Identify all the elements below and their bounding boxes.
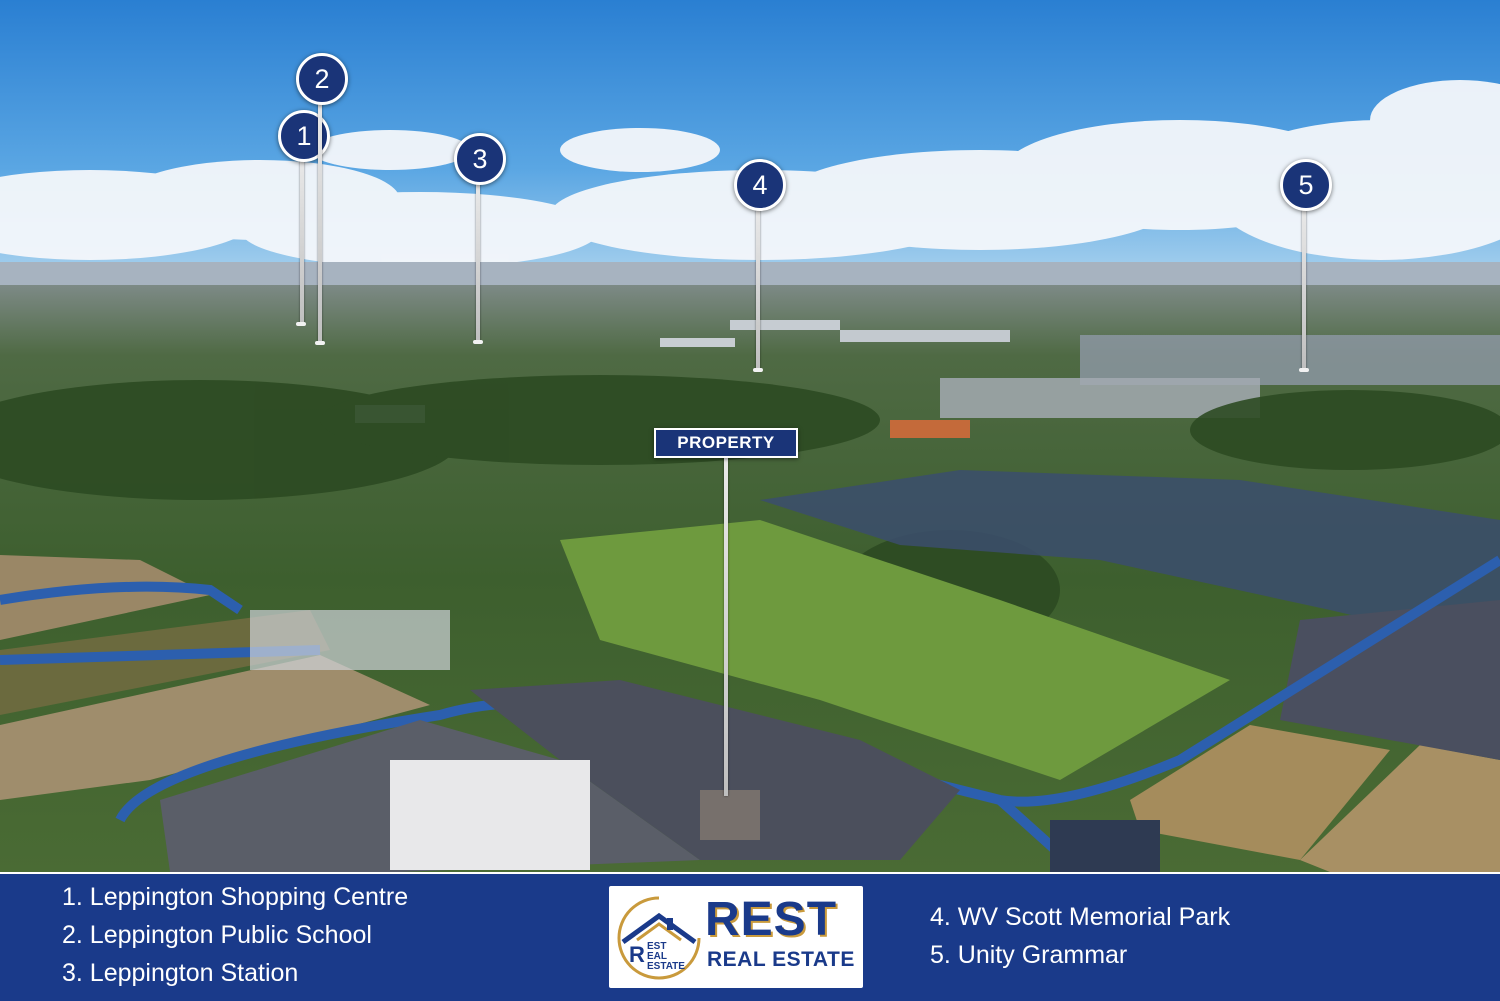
marker-3-base: [473, 340, 483, 344]
emblem-line-3: ESTATE: [647, 961, 685, 972]
emblem-initial: R: [629, 942, 645, 967]
marker-4-pole: [756, 208, 760, 370]
rest-real-estate-logo: R EST EAL ESTATE REST REAL ESTATE: [609, 886, 863, 988]
marker-2-base: [315, 341, 325, 345]
brand-name: REST: [705, 893, 838, 946]
legend-item-4: 4. WV Scott Memorial Park: [930, 903, 1231, 931]
property-label[interactable]: PROPERTY: [654, 428, 798, 458]
marker-5-base: [1299, 368, 1309, 372]
clouds: [0, 80, 1500, 268]
aerial-photo: [0, 0, 1500, 872]
marker-2[interactable]: 2: [296, 53, 348, 105]
brand-subtitle: REAL ESTATE: [707, 948, 855, 971]
property-pole: [724, 456, 728, 796]
marker-5-pole: [1302, 208, 1306, 370]
legend-item-2: 2. Leppington Public School: [62, 921, 372, 949]
tree-belts: [0, 375, 1500, 650]
marker-2-pole: [318, 104, 322, 342]
location-markers: 1 2 3 4 5 PROPERTY: [278, 53, 1332, 796]
foreground-houses: [160, 610, 1160, 872]
suburb-roofs: [760, 470, 1500, 760]
marker-4[interactable]: 4: [734, 159, 786, 211]
legend-item-5: 5. Unity Grammar: [930, 941, 1128, 969]
house-emblem-icon: [617, 896, 701, 980]
marker-3[interactable]: 3: [454, 133, 506, 185]
marker-1-base: [296, 322, 306, 326]
marker-1-pole: [300, 158, 304, 324]
legend-item-3: 3. Leppington Station: [62, 959, 299, 987]
marker-3-pole: [476, 182, 480, 342]
legend-item-1: 1. Leppington Shopping Centre: [62, 883, 409, 911]
distant-suburbs: [355, 320, 1500, 438]
marker-5[interactable]: 5: [1280, 159, 1332, 211]
marker-1[interactable]: 1: [278, 110, 330, 162]
marker-4-base: [753, 368, 763, 372]
legend-list-left: 1. Leppington Shopping Centre 2. Lepping…: [62, 878, 408, 992]
legend-list-right: 4. WV Scott Memorial Park 5. Unity Gramm…: [930, 898, 1230, 974]
emblem-line-2: EAL: [647, 951, 667, 962]
emblem-line-1: EST: [647, 941, 667, 952]
legend-footer: 1. Leppington Shopping Centre 2. Lepping…: [0, 872, 1500, 1001]
